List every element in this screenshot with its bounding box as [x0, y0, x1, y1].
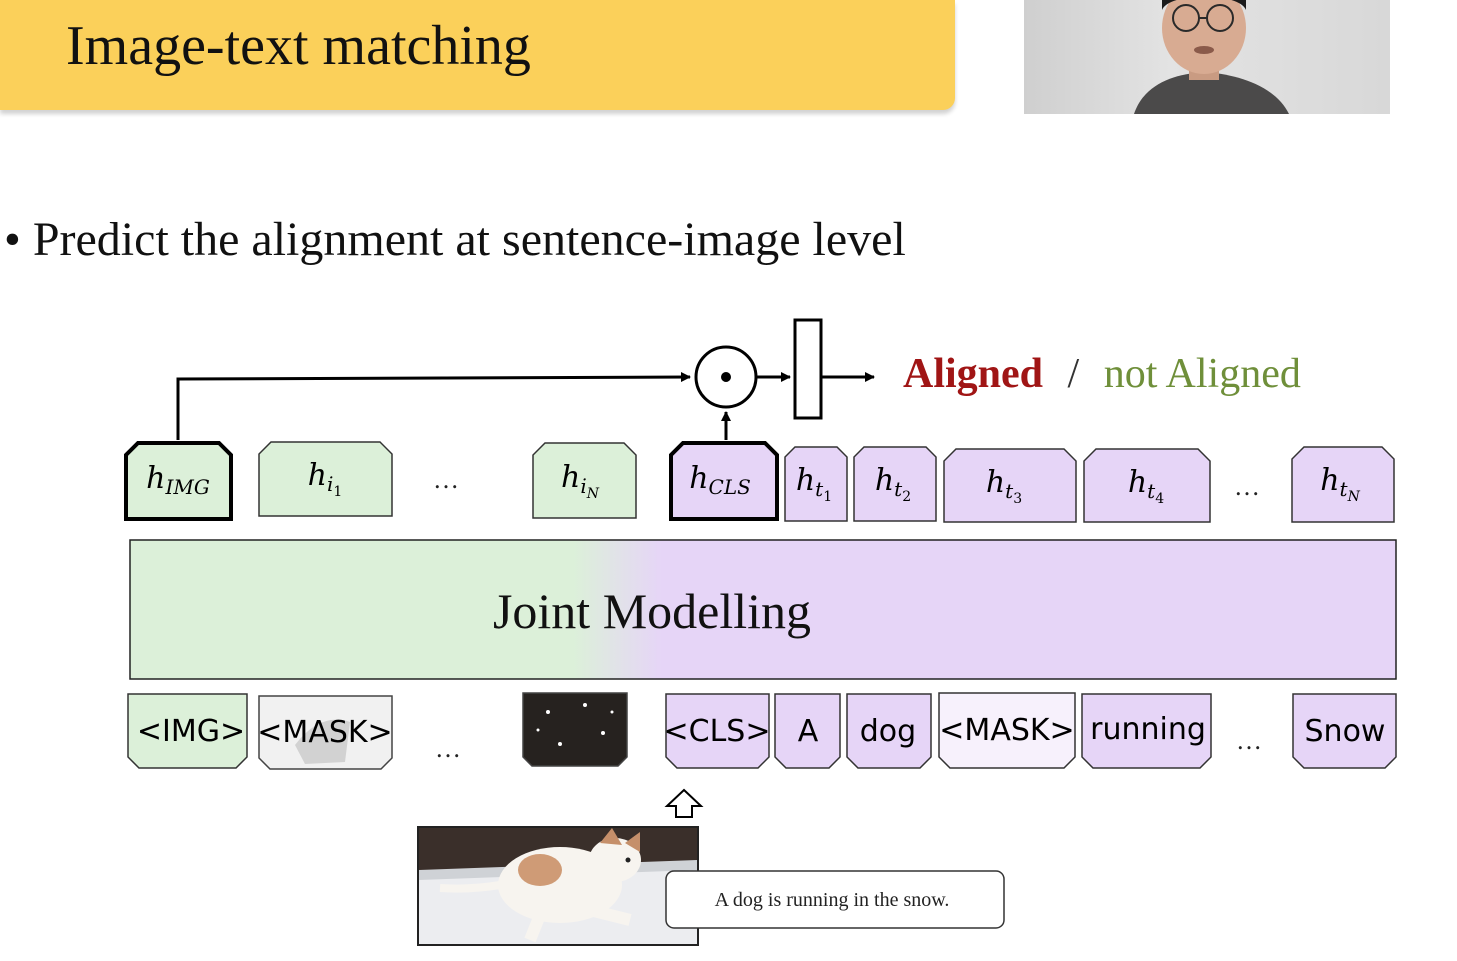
not-aligned-label: not Aligned	[1104, 351, 1301, 397]
hidden-state-iN: hiN	[532, 442, 637, 519]
svg-text:ht1: ht1	[796, 463, 832, 505]
hidden-state-cls: hCLS	[669, 441, 779, 521]
svg-text:<IMG>: <IMG>	[137, 714, 245, 749]
input-token-mask-text: <MASK>	[938, 692, 1076, 769]
up-arrow-icon	[664, 788, 704, 818]
input-token-dog: dog	[846, 693, 932, 769]
svg-text:ht4: ht4	[1128, 465, 1164, 507]
svg-text:ht2: ht2	[875, 463, 911, 505]
input-token-snow: Snow	[1292, 693, 1397, 769]
hidden-state-i1: hi1	[258, 441, 393, 517]
input-token-cls: <CLS>	[664, 693, 771, 769]
svg-text:hIMG: hIMG	[146, 461, 210, 499]
hidden-state-t4: ht4	[1083, 448, 1211, 523]
svg-text:hiN: hiN	[561, 460, 600, 502]
input-token-a: A	[774, 693, 841, 769]
hidden-state-t2: ht2	[853, 446, 937, 522]
hidden-ellipsis-image: …	[433, 465, 459, 494]
output-separator: /	[1068, 351, 1080, 397]
img-to-dot-arrow	[176, 372, 691, 440]
hidden-state-img: hIMG	[124, 441, 233, 521]
svg-text:running: running	[1090, 712, 1206, 747]
webcam-feed	[1024, 0, 1390, 114]
svg-text:ht3: ht3	[986, 465, 1022, 507]
svg-text:A: A	[798, 714, 819, 749]
svg-text:htN: htN	[1320, 463, 1360, 505]
bullet-text: Predict the alignment at sentence-image …	[32, 213, 906, 266]
hidden-state-t3: ht3	[943, 448, 1077, 523]
webcam-person-icon	[1134, 0, 1289, 114]
input-token-mask-image: <MASK>	[257, 695, 393, 770]
dog-photo-icon	[417, 826, 699, 946]
svg-text:dog: dog	[860, 714, 916, 749]
input-ellipsis-text: …	[1236, 726, 1262, 755]
aligned-label: Aligned	[903, 351, 1043, 397]
input-patch-image	[522, 692, 628, 767]
hidden-state-tN: htN	[1291, 446, 1395, 523]
title-banner: Image-text matching	[0, 0, 955, 110]
joint-modelling-label: Joint Modelling	[493, 583, 811, 639]
bullet-point: • Predict the alignment at sentence-imag…	[4, 213, 906, 266]
hidden-state-t1: ht1	[784, 446, 848, 522]
input-token-img: <IMG>	[127, 693, 248, 769]
svg-text:Snow: Snow	[1305, 714, 1386, 749]
svg-text:<MASK>: <MASK>	[257, 715, 392, 750]
input-ellipsis-image: …	[435, 734, 461, 763]
svg-text:<MASK>: <MASK>	[939, 713, 1074, 748]
caption-text: A dog is running in the snow.	[715, 889, 950, 911]
hidden-ellipsis-text: …	[1234, 472, 1260, 501]
output-label: Aligned / not Aligned	[903, 351, 1301, 397]
svg-text:<CLS>: <CLS>	[664, 714, 771, 749]
dot-product-icon	[694, 345, 758, 409]
svg-text:hi1: hi1	[308, 458, 343, 500]
joint-modelling-box	[129, 539, 1397, 680]
classifier-icon	[793, 318, 823, 420]
slide-title: Image-text matching	[66, 15, 531, 77]
input-token-running: running	[1081, 693, 1212, 769]
caption-box	[665, 870, 1005, 929]
svg-text:hCLS: hCLS	[689, 461, 751, 499]
